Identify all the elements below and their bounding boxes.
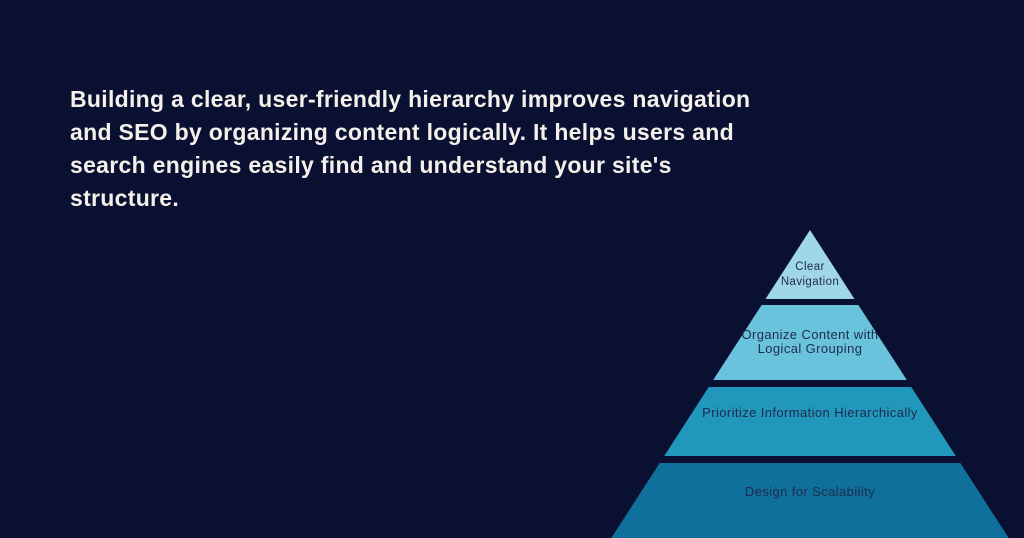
pyramid-level-1-label-line-1: Clear	[795, 261, 824, 273]
pyramid-level-3-label: Prioritize Information Hierarchically	[702, 405, 918, 420]
pyramid-level-2-label-line-1: Organize Content with	[741, 327, 878, 342]
pyramid-level-1-label-line-2: Navigation	[781, 276, 839, 288]
pyramid-level-4-shape	[611, 463, 1009, 538]
headline-line-3: search engines easily find and understan…	[70, 152, 672, 178]
headline-line-4: structure.	[70, 185, 180, 211]
pyramid-level-2-label-line-2: Logical Grouping	[758, 341, 863, 356]
headline: Building a clear, user-friendly hierarch…	[70, 83, 890, 215]
headline-line-2: and SEO by organizing content logically.…	[70, 119, 734, 145]
pyramid-level-2-shape	[713, 305, 907, 380]
pyramid-level-1-shape	[765, 230, 855, 299]
headline-line-1: Building a clear, user-friendly hierarch…	[70, 86, 751, 112]
pyramid-level-3-shape	[664, 387, 956, 456]
pyramid-level-4-label: Design for Scalability	[745, 484, 875, 499]
